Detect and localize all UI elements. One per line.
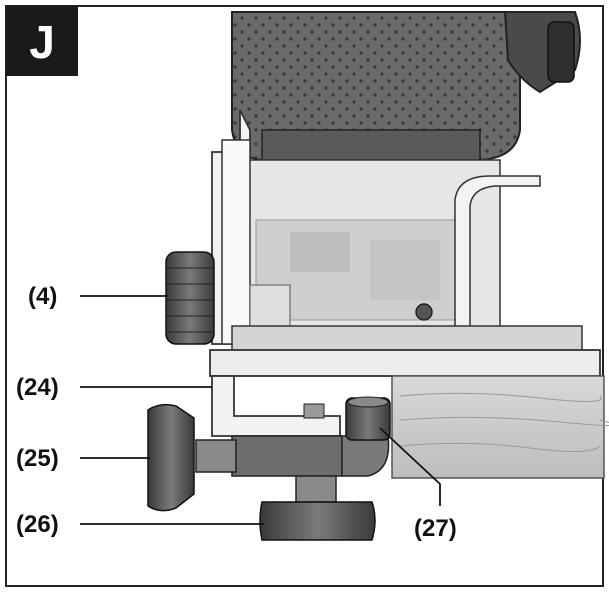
router-motor xyxy=(231,11,581,161)
adjustment-knob xyxy=(165,251,215,345)
base-plate xyxy=(209,325,601,377)
figure-badge: J xyxy=(6,6,78,76)
left-plate xyxy=(211,109,291,345)
wing-knob-side xyxy=(147,403,237,512)
callout-4: (4) xyxy=(28,283,57,310)
guide-clamp xyxy=(231,403,390,477)
leader-lines xyxy=(80,295,441,525)
guide-rod xyxy=(211,375,341,437)
router-base-housing xyxy=(239,159,541,331)
wing-knob-bottom xyxy=(259,475,376,541)
wood-workpiece xyxy=(391,375,609,479)
callout-27: (27) xyxy=(414,515,457,542)
badge-letter: J xyxy=(29,16,55,68)
stop-pin xyxy=(345,396,391,441)
callout-25: (25) xyxy=(16,445,59,472)
leader-27 xyxy=(379,427,441,506)
callout-24: (24) xyxy=(16,374,59,401)
callout-26: (26) xyxy=(16,511,59,538)
